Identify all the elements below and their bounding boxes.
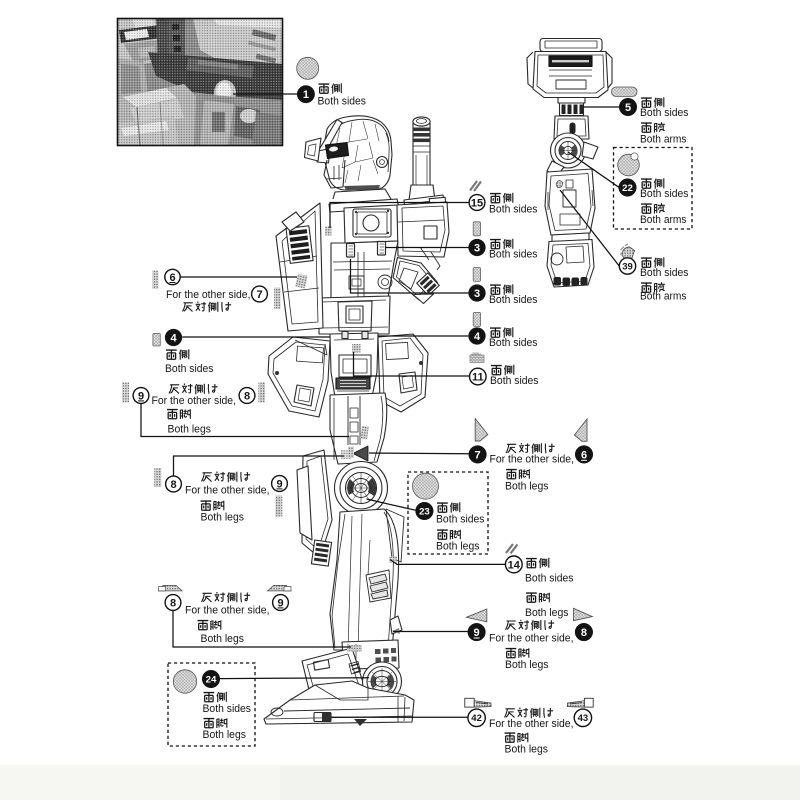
svg-text:For the other side,: For the other side, <box>489 633 574 645</box>
svg-text:Both arms: Both arms <box>640 134 687 146</box>
svg-text:8: 8 <box>170 597 176 609</box>
svg-text:Both legs: Both legs <box>505 744 549 756</box>
svg-text:8: 8 <box>170 479 176 491</box>
svg-text:Both sides: Both sides <box>489 204 538 216</box>
svg-text:9: 9 <box>138 390 144 402</box>
svg-text:For the other side,: For the other side, <box>185 485 270 497</box>
svg-text:Both sides: Both sides <box>489 249 538 261</box>
svg-text:Both legs: Both legs <box>525 607 569 619</box>
svg-text:Both sides: Both sides <box>203 703 252 715</box>
svg-text:For the other side,: For the other side, <box>166 289 251 301</box>
svg-text:Both sides: Both sides <box>489 294 538 306</box>
svg-text:Both sides: Both sides <box>436 514 485 526</box>
svg-text:Both arms: Both arms <box>640 214 687 226</box>
svg-text:Both arms: Both arms <box>640 291 687 303</box>
svg-text:7: 7 <box>475 449 481 461</box>
svg-text:Both sides: Both sides <box>165 363 214 375</box>
svg-text:Both legs: Both legs <box>201 633 245 645</box>
svg-text:Both sides: Both sides <box>490 375 539 387</box>
svg-text:For the other side,: For the other side, <box>489 718 574 730</box>
svg-text:Both sides: Both sides <box>489 337 538 349</box>
svg-text:14: 14 <box>508 559 521 571</box>
svg-text:Both legs: Both legs <box>505 659 549 671</box>
svg-text:Both sides: Both sides <box>640 267 689 279</box>
svg-text:9: 9 <box>474 627 480 639</box>
svg-text:24: 24 <box>206 674 217 685</box>
svg-text:Both legs: Both legs <box>203 729 247 741</box>
svg-text:43: 43 <box>578 713 589 724</box>
svg-text:9: 9 <box>276 478 282 490</box>
svg-text:For the other side,: For the other side, <box>490 454 575 466</box>
svg-text:8: 8 <box>244 390 250 402</box>
svg-text:For the other side,: For the other side, <box>152 395 237 407</box>
svg-text:For the other side,: For the other side, <box>185 605 270 617</box>
svg-text:6: 6 <box>169 272 175 284</box>
svg-text:Both sides: Both sides <box>640 188 689 200</box>
svg-text:Both legs: Both legs <box>505 481 549 493</box>
svg-text:39: 39 <box>622 261 633 272</box>
svg-text:1: 1 <box>303 89 309 101</box>
svg-text:4: 4 <box>170 332 177 344</box>
svg-text:4: 4 <box>474 331 481 343</box>
svg-text:7: 7 <box>256 289 262 301</box>
svg-text:42: 42 <box>471 713 482 724</box>
svg-text:3: 3 <box>474 242 480 254</box>
svg-text:9: 9 <box>277 597 283 609</box>
svg-text:Both sides: Both sides <box>525 573 574 585</box>
svg-text:6: 6 <box>581 449 587 461</box>
svg-text:5: 5 <box>625 102 631 114</box>
svg-text:11: 11 <box>472 371 484 383</box>
svg-text:8: 8 <box>581 627 587 639</box>
svg-text:23: 23 <box>419 506 430 517</box>
svg-text:Both legs: Both legs <box>436 541 480 553</box>
svg-text:22: 22 <box>622 183 633 194</box>
svg-text:Both sides: Both sides <box>640 107 689 119</box>
svg-text:Both legs: Both legs <box>201 512 245 524</box>
svg-text:Both legs: Both legs <box>168 424 212 436</box>
svg-text:Both sides: Both sides <box>318 96 367 108</box>
svg-text:3: 3 <box>474 288 480 300</box>
svg-text:15: 15 <box>471 197 483 209</box>
